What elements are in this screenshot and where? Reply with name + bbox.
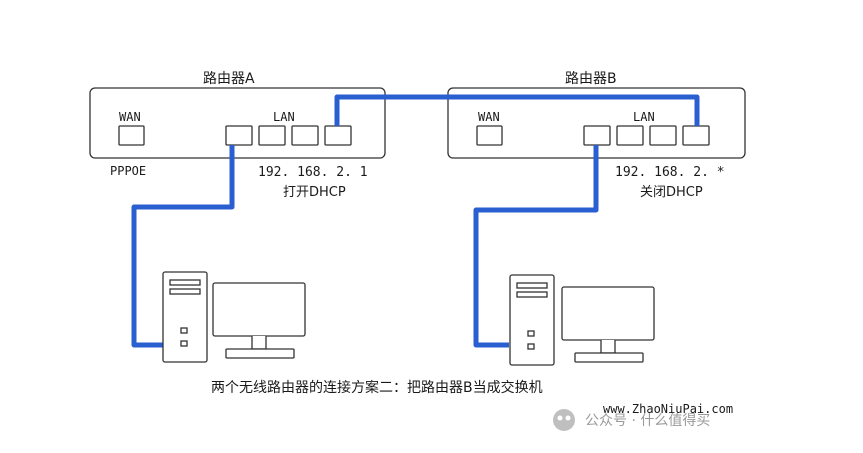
router-b-lan-port-1 xyxy=(583,125,611,146)
router-a-lan-port-4 xyxy=(324,125,352,146)
router-a-pppoe-label: PPPOE xyxy=(110,164,146,178)
router-link-cable xyxy=(334,94,700,126)
router-a-lan-port-3 xyxy=(291,125,319,146)
router-a-ip-label: 192. 168. 2. 1 xyxy=(258,165,368,180)
router-b-pc-cable xyxy=(473,145,599,348)
router-a-wan-port xyxy=(118,125,145,146)
router-b: 路由器B WAN LAN 192. 168. 2. * 关闭DHCP xyxy=(447,71,746,200)
router-b-wan-label: WAN xyxy=(478,110,500,124)
computer-a xyxy=(162,271,306,363)
wechat-logo-icon xyxy=(553,409,575,431)
router-a: 路由器A WAN LAN PPPOE 192. 168. 2. 1 打开DHCP xyxy=(89,71,386,200)
router-a-wan-label: WAN xyxy=(119,110,141,124)
router-a-lan-label: LAN xyxy=(273,110,295,124)
computer-b-tower-icon xyxy=(509,274,555,366)
router-a-title: 路由器A xyxy=(203,71,255,87)
site-watermark: www.ZhaoNiuPai.com xyxy=(603,402,733,416)
router-a-dhcp-label: 打开DHCP xyxy=(283,185,346,200)
router-b-lan-port-2 xyxy=(616,125,644,146)
computer-a-tower-icon xyxy=(162,271,208,363)
channel-watermark: 公众号 · 什么值得买 xyxy=(585,412,710,429)
router-b-lan-port-4 xyxy=(682,125,710,146)
computer-b-monitor-icon xyxy=(561,286,655,363)
router-a-pc-cable xyxy=(131,145,235,348)
computer-b xyxy=(509,274,655,366)
router-b-wan-port xyxy=(476,125,503,146)
router-b-lan-label: LAN xyxy=(633,110,655,124)
router-b-ip-label: 192. 168. 2. * xyxy=(615,165,725,180)
diagram-caption: 两个无线路由器的连接方案二：把路由器B当成交换机 xyxy=(211,379,543,396)
computer-a-monitor-icon xyxy=(212,282,306,359)
router-b-dhcp-label: 关闭DHCP xyxy=(640,185,703,200)
router-b-title: 路由器B xyxy=(565,71,617,87)
router-a-lan-port-2 xyxy=(258,125,286,146)
router-a-lan-port-1 xyxy=(225,125,253,146)
router-b-lan-port-3 xyxy=(649,125,677,146)
